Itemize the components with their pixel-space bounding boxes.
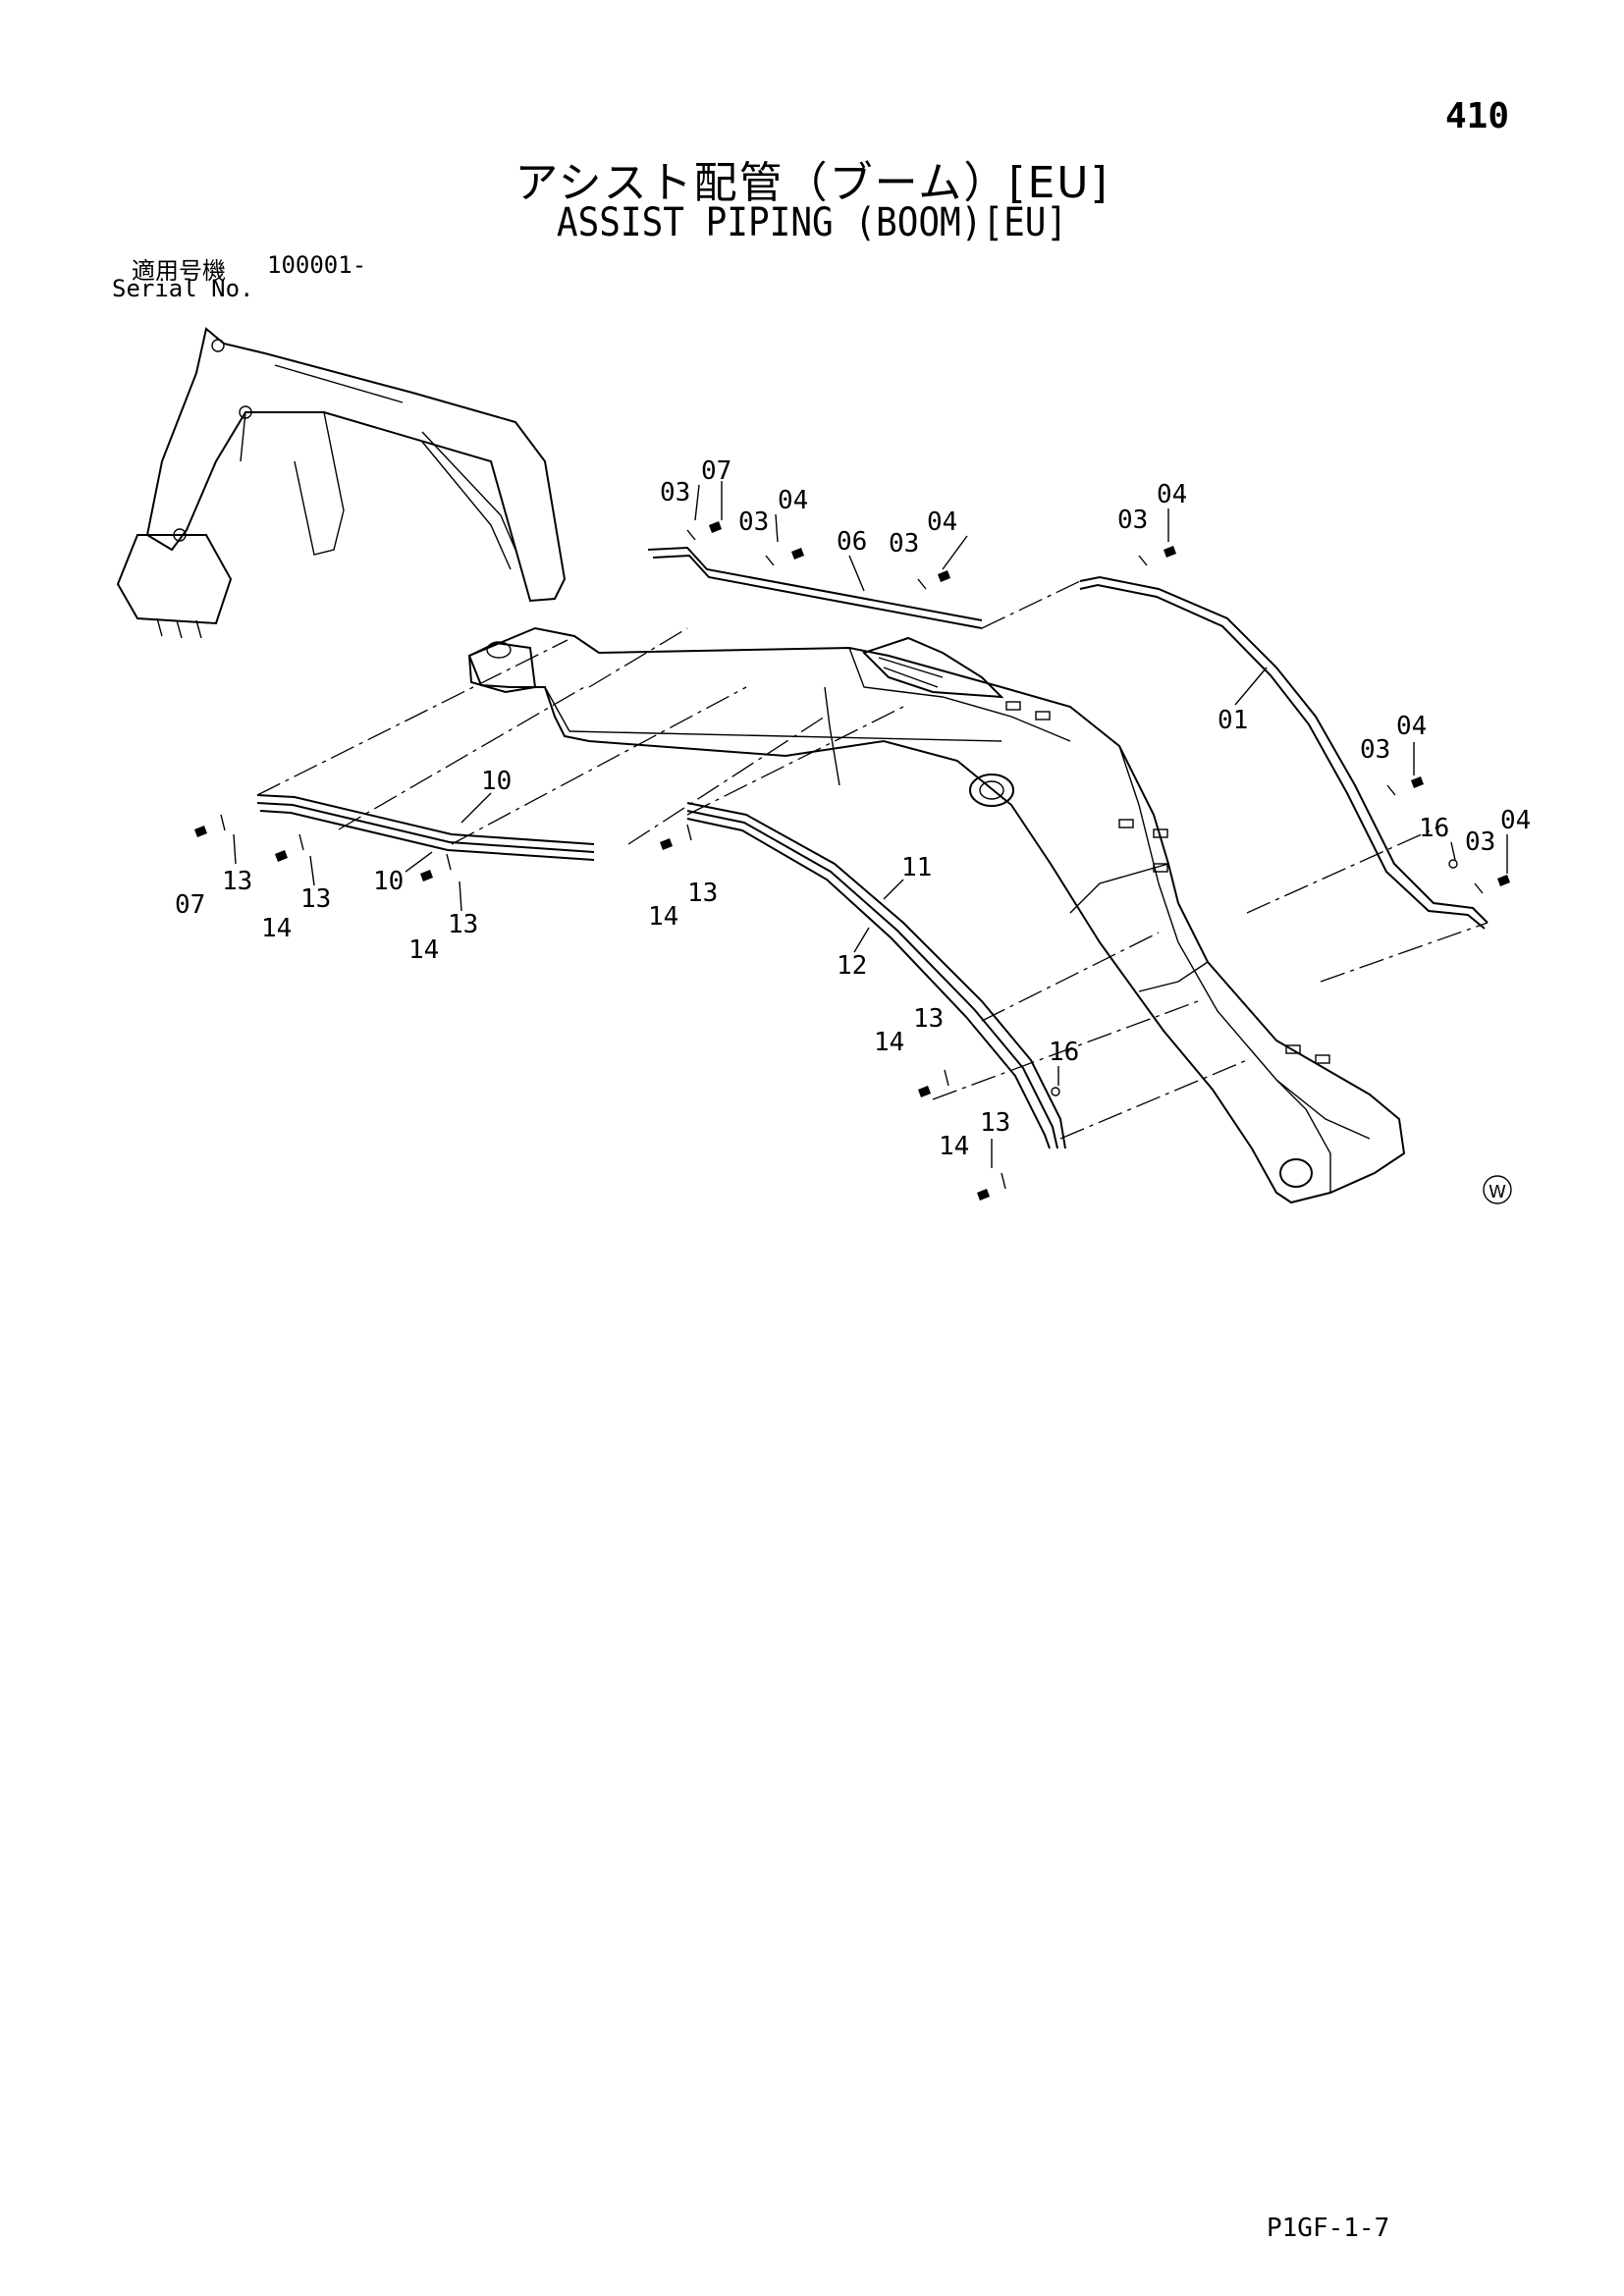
callout-07: 07 [175,890,205,920]
watermark-symbol: W [1483,1175,1512,1204]
callout-03: 03 [1465,828,1495,857]
parts-diagram: 03 07 03 04 06 03 04 03 04 01 03 04 16 0… [116,327,1531,1204]
serial-number-value: 100001- [267,251,367,279]
assist-pipes [256,546,1489,1149]
serial-label-english: Serial No. [112,275,254,302]
callout-13: 13 [980,1108,1010,1138]
callout-14: 14 [261,914,292,943]
callout-13: 13 [300,884,331,914]
callout-01: 01 [1218,706,1248,735]
callout-03: 03 [889,529,919,559]
callout-10: 10 [481,767,512,796]
callout-04: 04 [927,507,957,537]
callout-12: 12 [837,951,867,981]
callouts: 03 07 03 04 06 03 04 03 04 01 03 04 16 0… [175,456,1531,1168]
callout-06: 06 [837,527,867,557]
callout-04: 04 [778,486,808,515]
boom-body [467,626,1406,1204]
callout-13: 13 [448,910,478,939]
page-title-japanese: アシスト配管（ブーム）[EU] [514,158,1110,208]
callout-11: 11 [901,853,932,882]
connection-lines [256,580,1489,1140]
callout-13: 13 [913,1004,944,1034]
callout-04: 04 [1157,480,1187,509]
callout-14: 14 [939,1132,969,1161]
page-title-english: ASSIST PIPING (BOOM)[EU] [556,200,1068,245]
callout-04: 04 [1396,712,1427,741]
bolt-fasteners [194,521,1510,1201]
callout-04: 04 [1500,806,1531,835]
callout-03: 03 [738,507,769,537]
footer-code: P1GF-1-7 [1267,2214,1390,2243]
callout-10: 10 [373,867,404,896]
callout-13: 13 [687,879,718,908]
svg-text:W: W [1489,1182,1506,1202]
callout-14: 14 [408,935,439,965]
callout-14: 14 [874,1028,904,1057]
excavator-inset [116,327,567,639]
callout-03: 03 [1117,506,1148,535]
callout-16: 16 [1419,814,1449,843]
callout-13: 13 [222,867,252,896]
callout-03: 03 [1360,735,1390,765]
callout-03: 03 [660,478,690,507]
callout-14: 14 [648,902,678,932]
page-number: 410 [1445,96,1510,136]
callout-07: 07 [701,456,731,486]
callout-16: 16 [1049,1038,1079,1067]
serial-label-japanese: 適用号機 [132,257,226,285]
